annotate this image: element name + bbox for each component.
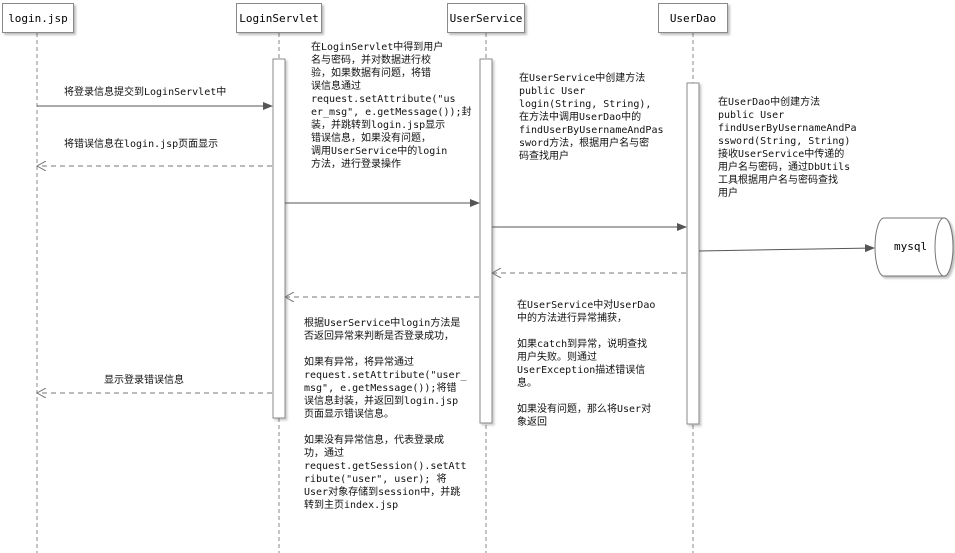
- arrow-dao-to-mysql: [698, 244, 875, 253]
- note-service-login-method: 在UserService中创建方法 public User login(Stri…: [519, 73, 664, 162]
- participant-login-jsp: login.jsp: [2, 3, 74, 33]
- activation-login-servlet: [272, 58, 286, 419]
- activation-user-dao: [686, 82, 700, 425]
- participant-user-dao: UserDao: [658, 3, 728, 33]
- participant-user-service: UserService: [447, 3, 525, 33]
- message-show-login-error: 显示登录错误信息: [104, 375, 184, 386]
- participant-login-servlet: LoginServlet: [236, 3, 322, 33]
- note-servlet-validation: 在LoginServlet中得到用户 名与密码，并对数据进行校 验，如果数据有问…: [311, 42, 472, 170]
- message-submit-login: 将登录信息提交到LoginServlet中: [64, 87, 227, 98]
- note-dao-find-user: 在UserDao中创建方法 public User findUserByUser…: [718, 97, 857, 199]
- message-show-error-on-jsp: 将错误信息在login.jsp页面显示: [64, 139, 219, 150]
- mysql-label: mysql: [894, 240, 928, 253]
- mysql-database: [874, 217, 954, 277]
- note-service-exception: 在UserService中对UserDao 中的方法进行异常捕获， 如果catc…: [517, 300, 656, 428]
- activation-user-service: [479, 58, 493, 424]
- note-servlet-result: 根据UserService中login方法是 否返回异常来判断是否登录成功， 如…: [304, 318, 467, 511]
